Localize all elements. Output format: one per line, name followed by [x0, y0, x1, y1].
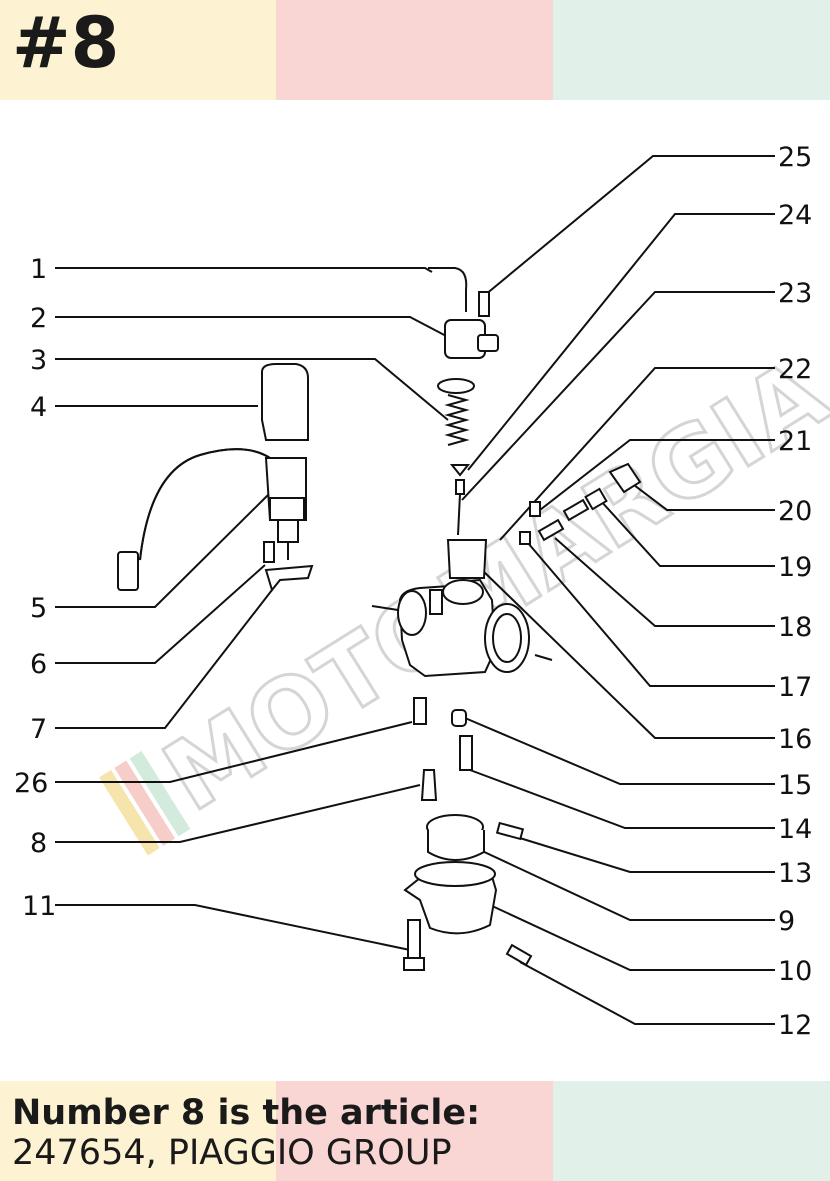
caption-article-code: 247654, PIAGGIO GROUP: [12, 1133, 452, 1173]
callout-labels-right: 25 24 23 22 21 20 19 18 17 16 15 14 13 9…: [778, 142, 812, 1041]
callout-22: 22: [778, 354, 812, 385]
callout-5: 5: [30, 593, 47, 624]
article-caption: Number 8 is the article: 247654, PIAGGIO…: [12, 1093, 480, 1173]
callout-15: 15: [778, 770, 812, 801]
callout-17: 17: [778, 672, 812, 703]
callout-6: 6: [30, 649, 47, 680]
callout-labels-left: 1 2 3 4 5 6 7 26 8 11: [14, 254, 56, 922]
callout-8: 8: [30, 828, 47, 859]
header-color-band: [0, 0, 830, 100]
callout-26: 26: [14, 768, 48, 799]
callout-3: 3: [30, 345, 47, 376]
callout-23: 23: [778, 278, 812, 309]
callout-2: 2: [30, 303, 47, 334]
callout-4: 4: [30, 392, 47, 423]
callout-24: 24: [778, 200, 812, 231]
callout-12: 12: [778, 1010, 812, 1041]
callout-7: 7: [30, 714, 47, 745]
callout-21: 21: [778, 426, 812, 457]
callout-14: 14: [778, 814, 812, 845]
callout-10: 10: [778, 956, 812, 987]
callout-19: 19: [778, 552, 812, 583]
callout-1: 1: [30, 254, 47, 285]
item-number-badge: #8: [12, 2, 120, 84]
exploded-parts-diagram: MOTOMARGIA: [14, 142, 830, 1041]
watermark-text: MOTOMARGIA: [145, 337, 830, 833]
callout-20: 20: [778, 496, 812, 527]
callout-25: 25: [778, 142, 812, 173]
callout-16: 16: [778, 724, 812, 755]
callout-13: 13: [778, 858, 812, 889]
callout-18: 18: [778, 612, 812, 643]
caption-heading: Number 8 is the article:: [12, 1093, 481, 1133]
carburetor-parts: [117, 267, 642, 971]
leader-lines: [55, 155, 775, 1025]
callout-11: 11: [22, 891, 56, 922]
footer-color-band: [0, 1081, 830, 1181]
callout-9: 9: [778, 906, 795, 937]
